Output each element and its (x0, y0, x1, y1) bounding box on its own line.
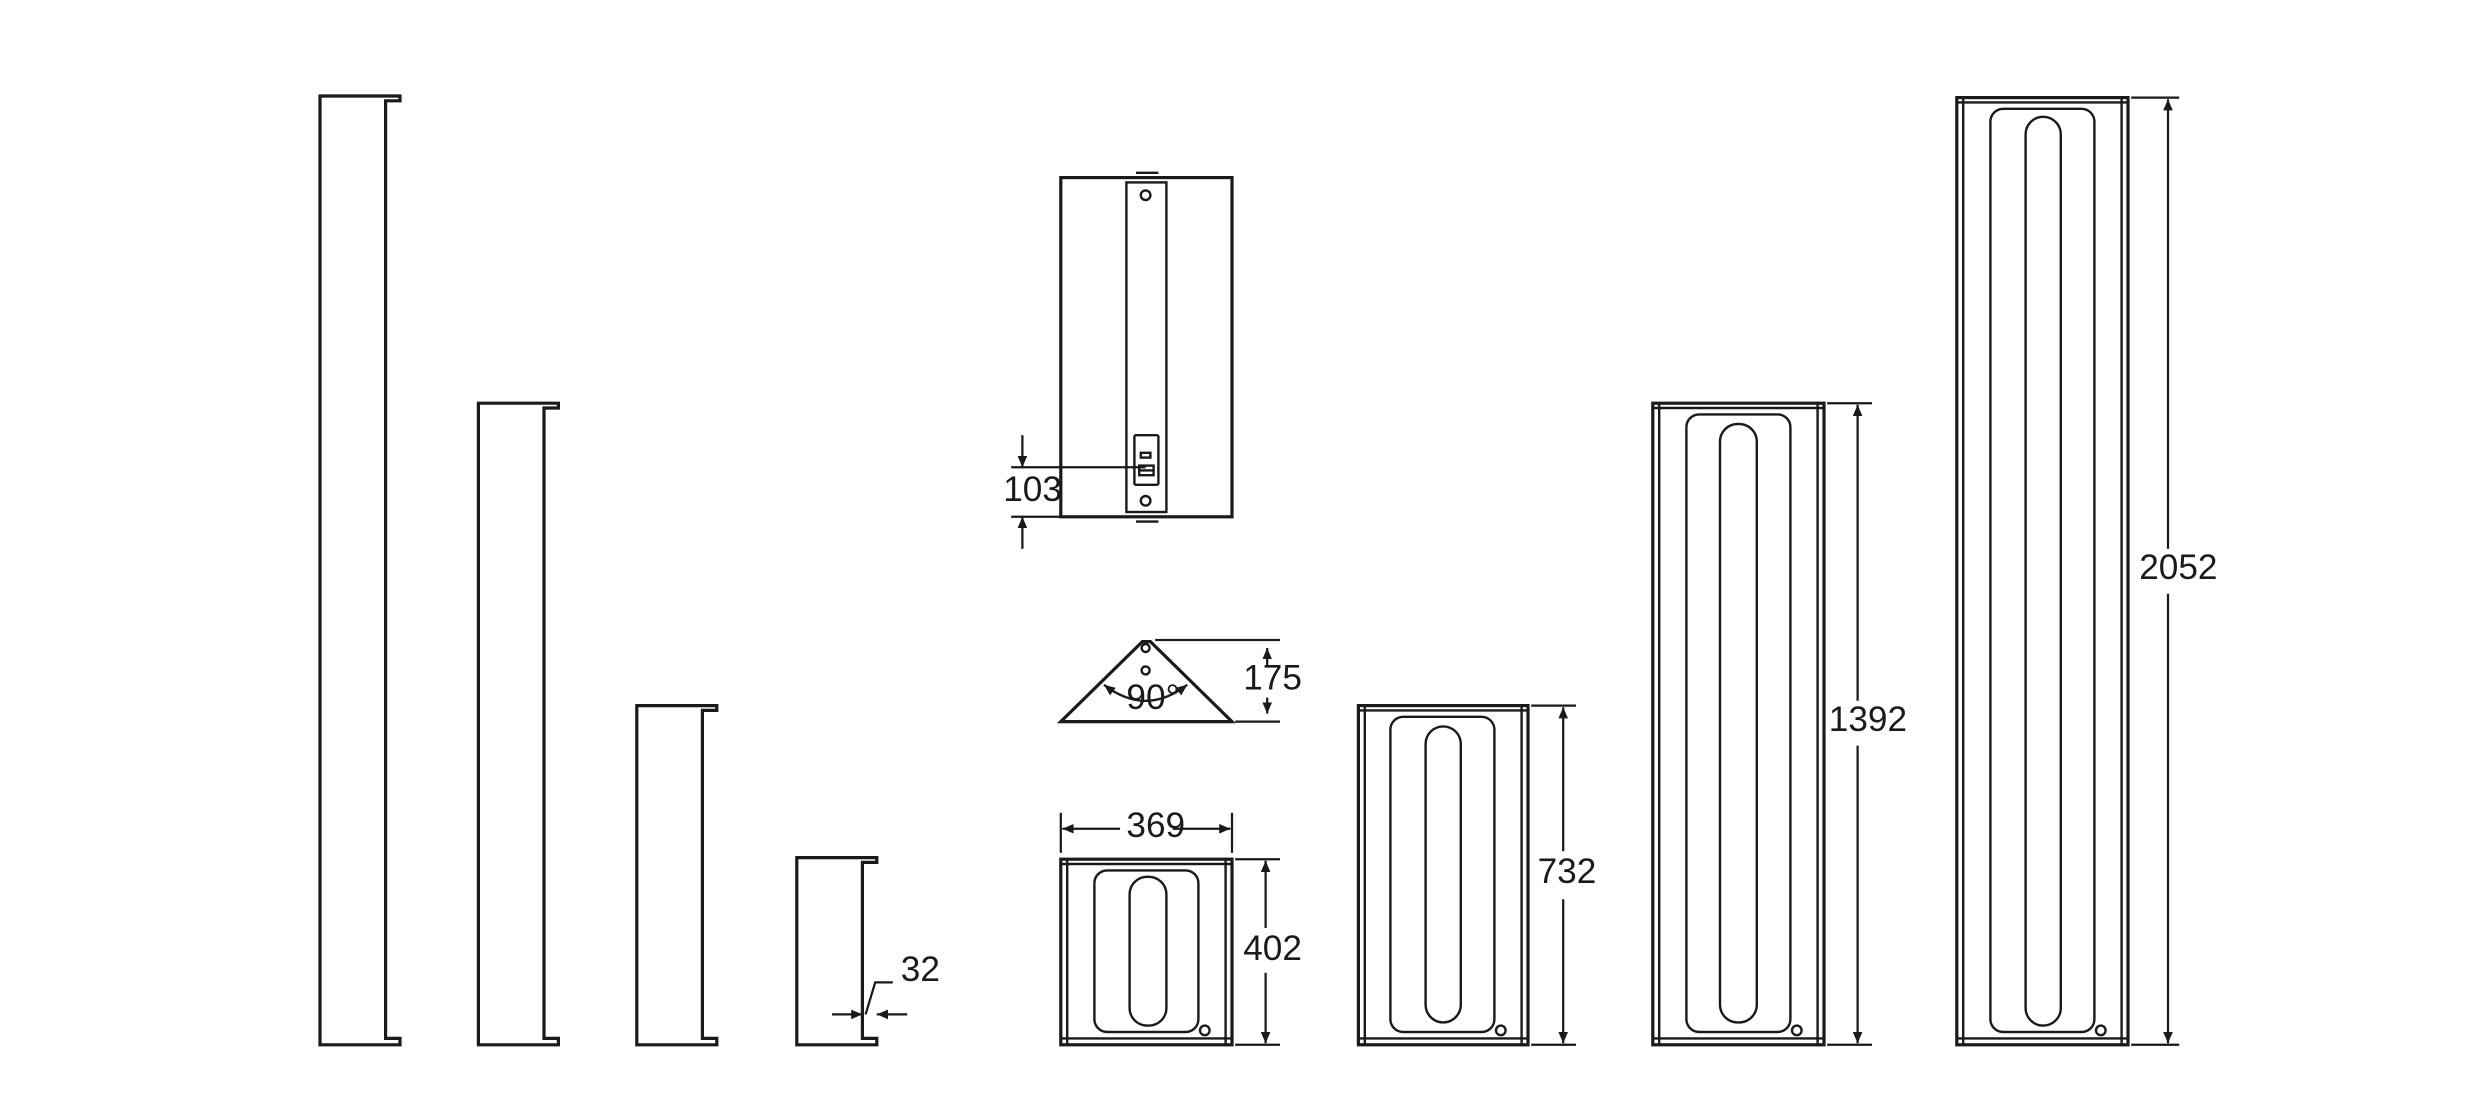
side-depth-dimension: 32 (832, 950, 940, 1020)
height-xlarge-label: 2052 (2139, 548, 2217, 587)
height-small-label: 402 (1243, 929, 1302, 968)
logo-badge-icon (1494, 1024, 1507, 1037)
offset-dimension-label: 103 (1003, 470, 1062, 509)
bracket-angle-label: 90° (1126, 678, 1179, 717)
front-view-xlarge: 2052 (1955, 96, 2217, 1047)
side-profile-xlarge (318, 94, 402, 1047)
bracket-top-view: 90° 175 (1056, 638, 1302, 724)
front-view-small: 369 402 (1059, 806, 1302, 1047)
logo-badge-icon (2094, 1024, 2107, 1037)
height-medium-label: 732 (1538, 852, 1597, 891)
width-dimension-label: 369 (1126, 806, 1185, 845)
logo-badge-icon (1198, 1024, 1211, 1037)
side-profile-small (795, 856, 879, 1047)
screw-icon (1139, 494, 1152, 507)
front-view-medium: 732 (1356, 704, 1597, 1047)
mount-hole-icon (1140, 642, 1151, 654)
screw-icon (1139, 189, 1152, 202)
side-depth-label: 32 (901, 950, 940, 989)
connector-plate-icon (1133, 434, 1160, 486)
height-large-label: 1392 (1829, 700, 1907, 739)
front-view-large: 1392 (1651, 401, 1907, 1047)
side-profile-large (476, 401, 560, 1047)
bracket-depth-label: 175 (1243, 659, 1302, 698)
logo-badge-icon (1790, 1024, 1803, 1037)
mount-hole-icon (1140, 665, 1151, 676)
side-profile-medium (635, 704, 719, 1047)
rear-view: 103 (1003, 171, 1234, 549)
